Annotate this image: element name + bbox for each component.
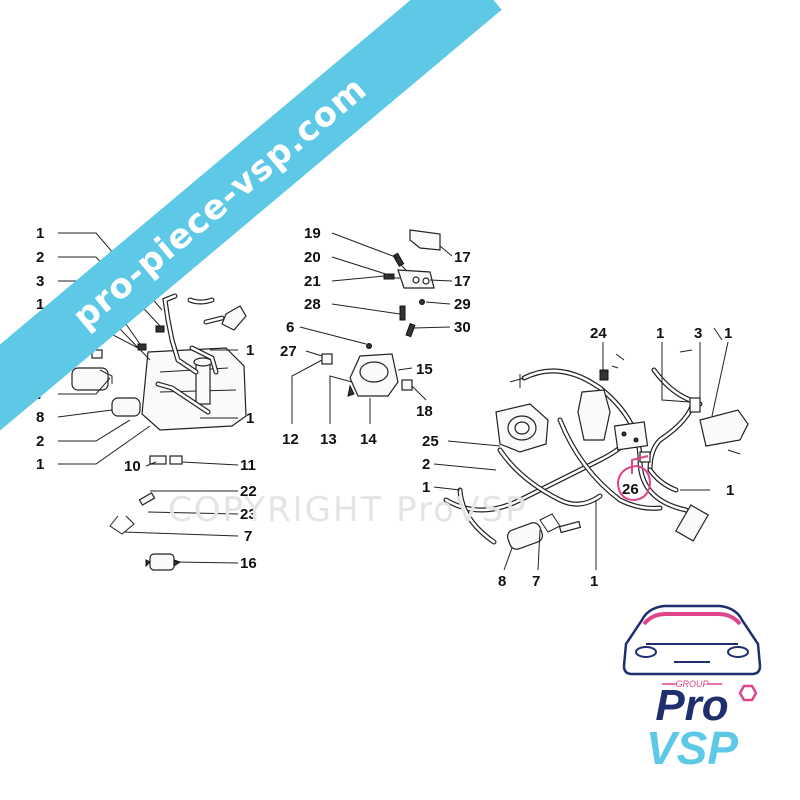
callout-mid-3: 21 [304, 273, 321, 290]
callout-mid-12: 18 [416, 403, 433, 420]
callout-left-15: 7 [244, 528, 252, 545]
clamp-2 [155, 325, 165, 333]
logo-vsp-text: VSP [646, 722, 738, 774]
callout-left-18: 1 [246, 410, 254, 427]
bracket-17-upper [409, 229, 441, 251]
callout-right-2: 1 [656, 325, 664, 342]
left-assembly [71, 293, 247, 571]
callout-mid-8: 17 [454, 273, 471, 290]
vent-valve [221, 305, 247, 331]
connector-11 [169, 455, 183, 465]
callout-left-8: 8 [36, 409, 44, 426]
hose-long-1 [443, 437, 631, 513]
callout-right-6: 2 [422, 456, 430, 473]
hose-1-left-lower [155, 381, 211, 415]
highlight-ring-26 [616, 464, 652, 502]
callout-right-8: 26 [622, 481, 639, 498]
copyright-watermark: COPYRIGHT ProVSP [168, 490, 528, 530]
fuel-filter-8 [111, 397, 141, 417]
callout-mid-1: 19 [304, 225, 321, 242]
callout-mid-15: 14 [360, 431, 377, 448]
hose-1-loop [521, 368, 689, 513]
callout-left-17: 1 [246, 342, 254, 359]
fuel-pump-7 [71, 367, 109, 391]
hex-nut-icon [738, 684, 758, 702]
logo-pro-text: Pro [655, 681, 728, 730]
middle-assembly [321, 229, 441, 397]
callout-mid-14: 13 [320, 431, 337, 448]
callout-mid-13: 12 [282, 431, 299, 448]
callout-mid-11: 15 [416, 361, 433, 378]
callout-mid-5: 6 [286, 319, 294, 336]
highlight-leader-26 [631, 455, 649, 474]
callout-left-3: 3 [36, 273, 44, 290]
callout-right-11: 7 [532, 573, 540, 590]
callout-left-14: 23 [240, 506, 257, 523]
callout-left-9: 2 [36, 433, 44, 450]
clip-7-lower [109, 515, 135, 535]
hose-crossing [557, 417, 663, 511]
callout-left-12: 11 [240, 457, 256, 474]
callout-mid-6: 27 [280, 343, 297, 360]
callout-left-10: 1 [36, 456, 44, 473]
hose-1-left-mid [189, 345, 219, 375]
right-assembly [443, 327, 749, 550]
callout-right-4: 1 [724, 325, 732, 342]
fuel-filter-8-right [506, 522, 544, 550]
callout-mid-7: 17 [454, 249, 471, 266]
car-outline-icon [622, 604, 762, 676]
logo-group-text: GROUP [675, 679, 708, 689]
callout-left-11: 10 [124, 458, 141, 475]
hose-1-left-upper [162, 293, 199, 375]
callout-right-7: 1 [422, 479, 430, 496]
callout-left-13: 22 [240, 483, 257, 500]
callout-labels-middle: 19 20 21 28 6 27 17 17 29 30 15 18 12 13… [280, 225, 471, 448]
callout-right-10: 8 [498, 573, 506, 590]
provsp-logo: GROUP Pro VSP [622, 604, 762, 774]
callout-mid-4: 28 [304, 296, 321, 313]
part-16 [149, 553, 175, 571]
injector-rail [699, 409, 749, 447]
callout-mid-2: 20 [304, 249, 321, 266]
callout-mid-9: 29 [454, 296, 471, 313]
connector-10 [149, 455, 167, 465]
callout-right-5: 25 [422, 433, 439, 450]
hose-25 [497, 447, 603, 507]
callout-right-12: 1 [590, 573, 598, 590]
regulator-24 [577, 389, 611, 441]
hose-1-right-end [647, 467, 679, 493]
callout-left-2: 2 [36, 249, 44, 266]
callout-left-4: 1 [36, 296, 44, 313]
callout-left-16: 16 [240, 555, 257, 572]
callout-left-1: 1 [36, 225, 44, 242]
callout-right-3: 3 [694, 325, 702, 342]
filler-neck [195, 361, 211, 405]
callout-labels-right: 24 1 3 1 25 2 1 26 1 8 7 1 [422, 325, 734, 590]
callout-right-9: 1 [726, 482, 734, 499]
callout-mid-10: 30 [454, 319, 471, 336]
hose-left-bottom [457, 487, 497, 545]
hose-1-right-mid [647, 397, 697, 473]
callout-right-1: 24 [590, 325, 607, 342]
